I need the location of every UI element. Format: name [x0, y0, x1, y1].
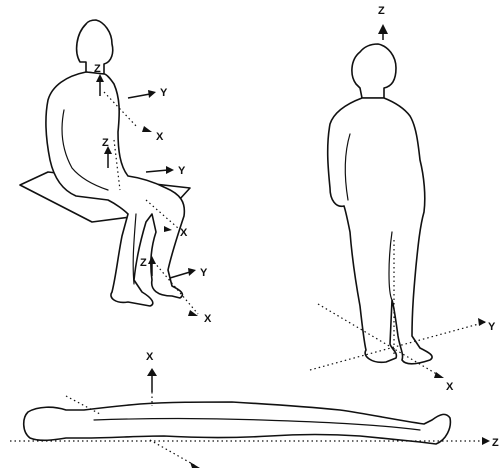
supine-body: [24, 402, 451, 444]
standing-body: [328, 98, 432, 364]
seated-upper-y-label: Y: [160, 87, 168, 99]
seated-mid-y-label: Y: [178, 165, 186, 177]
standing-x-label: X: [446, 381, 454, 393]
seated-low-z-label: Z: [140, 257, 147, 269]
standing-figure: [310, 44, 486, 376]
seated-low-x-label: X: [204, 313, 212, 325]
seated-mid-z-label: Z: [102, 137, 109, 149]
seated-low-y-label: Y: [200, 267, 208, 279]
supine-down-axis: [150, 440, 196, 466]
standing-head: [352, 44, 396, 98]
standing-y-label: Y: [488, 321, 496, 333]
supine-x-label: X: [146, 351, 154, 363]
seated-upper-z-label: Z: [94, 63, 101, 75]
seated-mid-x-label: X: [180, 227, 188, 239]
supine-z-label: Z: [492, 437, 499, 449]
supine-figure: [10, 392, 484, 466]
standing-z-label: Z: [378, 5, 385, 17]
seated-figure: [20, 20, 198, 314]
seated-body: [46, 72, 185, 306]
seated-upper-x-label: X: [156, 131, 164, 143]
